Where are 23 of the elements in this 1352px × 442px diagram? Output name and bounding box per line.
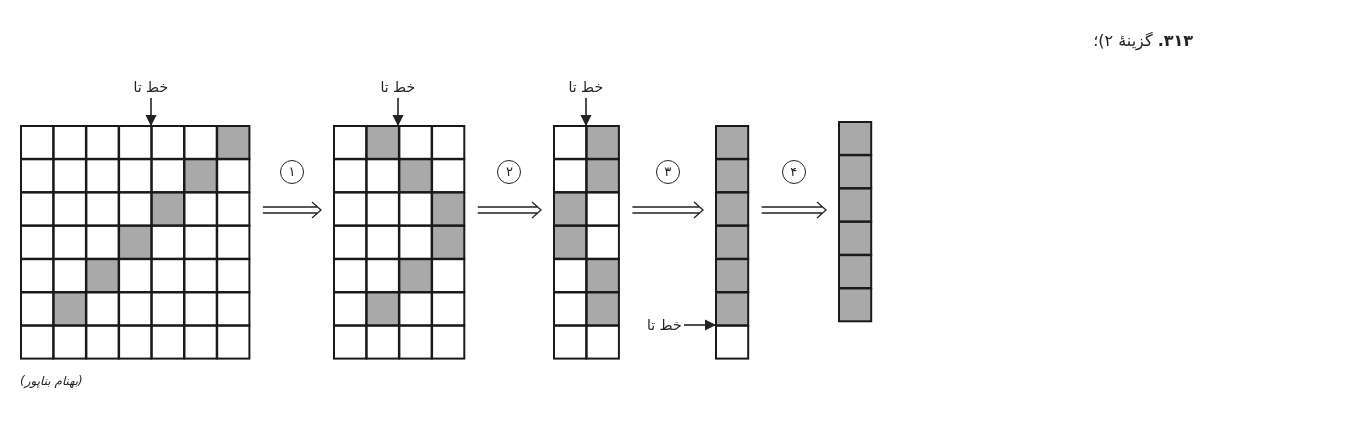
grid-drawing [20, 125, 251, 361]
double-arrow [477, 201, 542, 219]
grid-drawing [838, 121, 873, 323]
author-credit: (بهنام بناپور) [20, 373, 83, 390]
arrow [683, 319, 717, 331]
double-arrow [631, 201, 704, 219]
fold-line-label: خط تا [647, 316, 682, 334]
grid-drawing [715, 125, 750, 361]
fold-line-label: خط تا [568, 78, 604, 96]
fold-line-label: خط تا [380, 78, 416, 96]
fold-line-label: خط تا [133, 78, 169, 96]
step-number: ۳ [655, 160, 680, 184]
step-number: ۲ [497, 160, 522, 184]
arrow [580, 97, 592, 127]
question-heading: ۳۱۳. گزینهٔ ۲)؛ [1093, 32, 1193, 50]
arrow [145, 97, 157, 127]
grid-drawing [553, 125, 621, 361]
double-arrow [761, 201, 827, 219]
grid-drawing [333, 125, 466, 361]
double-arrow [262, 201, 322, 219]
arrow [392, 97, 404, 127]
step-number: ۴ [781, 160, 806, 184]
step-number: ۱ [279, 160, 304, 184]
